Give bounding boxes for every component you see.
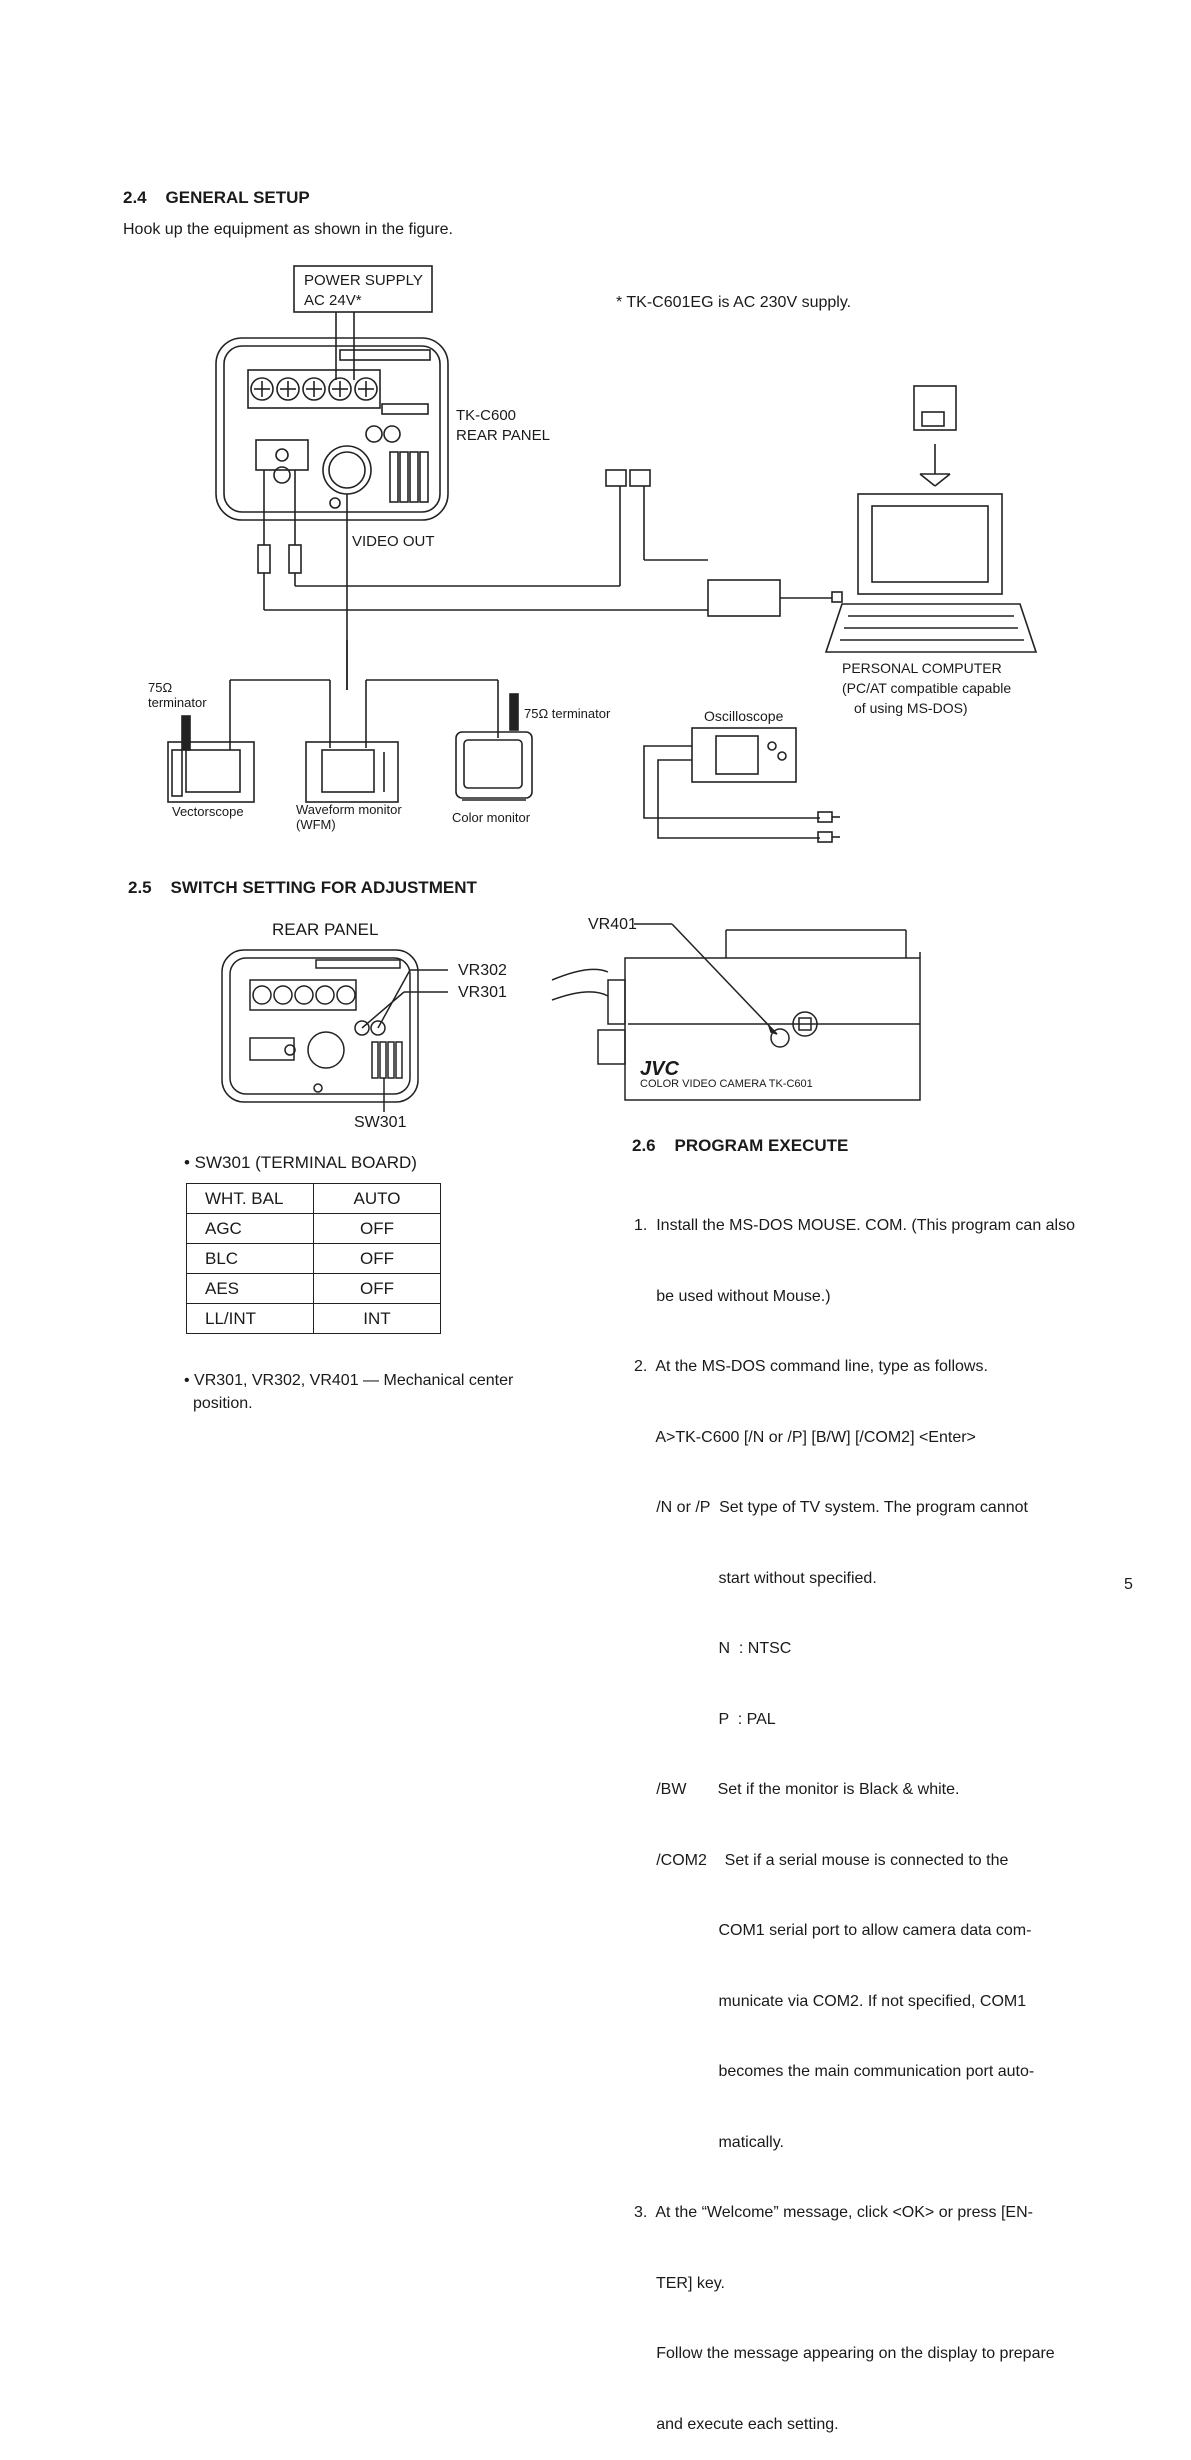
color-monitor-label: Color monitor xyxy=(452,810,531,825)
section-title: GENERAL SETUP xyxy=(165,188,310,207)
power-supply-label-line1: POWER SUPPLY xyxy=(304,272,423,289)
table-cell: AUTO xyxy=(313,1183,441,1214)
section-number: 2.5 xyxy=(128,878,152,897)
camera-brand: JVC xyxy=(640,1058,679,1080)
program-line: start without specified. xyxy=(634,1569,877,1587)
program-line: and execute each setting. xyxy=(634,2415,839,2433)
program-line: becomes the main communication port auto… xyxy=(634,2063,1035,2080)
wfm-label-line1: Waveform monitor xyxy=(296,802,402,817)
pc-label-line2: (PC/AT compatible capable xyxy=(842,680,1012,696)
program-line: TER] key. xyxy=(634,2274,725,2292)
section-2-6-heading: 2.6 PROGRAM EXECUTE xyxy=(632,1136,848,1156)
program-line: matically. xyxy=(634,2133,784,2151)
vr302-label: VR302 xyxy=(458,962,507,979)
power-supply-label-line2: AC 24V* xyxy=(304,292,362,309)
vr-bullet-line1: • VR301, VR302, VR401 — Mechanical cente… xyxy=(184,1372,514,1389)
video-out-label: VIDEO OUT xyxy=(352,533,435,550)
sw301-label: SW301 xyxy=(354,1114,407,1131)
pc-screen-outline xyxy=(857,493,1003,595)
terminator-left-label-line1: 75Ω xyxy=(148,680,173,695)
program-line: Follow the message appearing on the disp… xyxy=(634,2345,1055,2362)
program-line: be used without Mouse.) xyxy=(634,1287,831,1305)
oscilloscope-label: Oscilloscope xyxy=(704,708,784,724)
rear-panel-label: TK-C600 REAR PANEL xyxy=(456,406,550,446)
setup-diagram: POWER SUPPLY AC 24V* * TK-C601EG is AC 2… xyxy=(0,0,1191,860)
section-number: 2.4 xyxy=(123,188,147,207)
wfm-label-line2: (WFM) xyxy=(296,817,336,832)
rear-panel-title: REAR PANEL xyxy=(272,920,379,939)
table-cell: INT xyxy=(313,1303,441,1334)
power-supply-box xyxy=(293,265,433,313)
rear-panel-label-line1: TK-C600 xyxy=(456,407,517,424)
section-2-4-intro: Hook up the equipment as shown in the fi… xyxy=(123,221,453,238)
vr301-label: VR301 xyxy=(458,984,507,1001)
section-2-4-heading: 2.4 GENERAL SETUP xyxy=(123,188,310,208)
table-cell: WHT. BAL xyxy=(186,1183,314,1214)
section-2-5-heading: 2.5 SWITCH SETTING FOR ADJUSTMENT xyxy=(128,878,477,898)
program-line: 1. Install the MS-DOS MOUSE. COM. (This … xyxy=(634,1217,1076,1234)
program-line: /N or /P Set type of TV system. The prog… xyxy=(634,1499,1028,1516)
terminator-left-label-line2: terminator xyxy=(148,695,207,710)
program-line: /COM2 Set if a serial mouse is connected… xyxy=(634,1851,1009,1869)
page-number: 5 xyxy=(1124,1576,1133,1593)
section-title: SWITCH SETTING FOR ADJUSTMENT xyxy=(170,878,477,897)
terminator-right-label: 75Ω terminator xyxy=(524,706,611,721)
program-line: /BW Set if the monitor is Black & white. xyxy=(634,1781,960,1798)
vr-bullet-line2: position. xyxy=(193,1395,253,1412)
program-steps: 1. Install the MS-DOS MOUSE. COM. (This … xyxy=(634,1167,1104,2460)
wfm-label: Waveform monitor (WFM) xyxy=(296,802,402,832)
table-cell: OFF xyxy=(313,1273,441,1304)
program-line: 2. At the MS-DOS command line, type as f… xyxy=(634,1358,988,1375)
table-cell: BLC xyxy=(186,1243,314,1274)
section-number: 2.6 xyxy=(632,1136,656,1155)
camera-model: COLOR VIDEO CAMERA TK-C601 xyxy=(640,1078,813,1090)
vr-bullet: • VR301, VR302, VR401 — Mechanical cente… xyxy=(184,1369,513,1415)
pc-label: PERSONAL COMPUTER (PC/AT compatible capa… xyxy=(842,658,1011,718)
terminator-left-label: 75Ω terminator xyxy=(148,680,207,710)
switch-diagram-graphic xyxy=(221,923,921,1112)
pc-label-line1: PERSONAL COMPUTER xyxy=(842,660,1002,676)
table-cell: OFF xyxy=(313,1243,441,1274)
power-supply-label: POWER SUPPLY AC 24V* xyxy=(304,271,423,311)
program-line: COM1 serial port to allow camera data co… xyxy=(634,1922,1032,1939)
table-cell: AES xyxy=(186,1273,314,1304)
table-cell: OFF xyxy=(313,1213,441,1244)
program-line: municate via COM2. If not specified, COM… xyxy=(634,1992,1027,2010)
program-line: 3. At the “Welcome” message, click <OK> … xyxy=(634,2204,1033,2221)
supply-footnote: * TK-C601EG is AC 230V supply. xyxy=(616,294,852,311)
program-line: A>TK-C600 [/N or /P] [B/W] [/COM2] <Ente… xyxy=(634,1428,976,1446)
table-cell: LL/INT xyxy=(186,1303,314,1334)
vr401-label: VR401 xyxy=(588,916,637,933)
setup-diagram-graphic xyxy=(167,265,1038,843)
pc-label-line3: of using MS-DOS) xyxy=(854,700,968,716)
switch-diagram: REAR PANEL VR302 VR301 SW301 VR401 JVC C… xyxy=(0,900,1191,1140)
rear-panel-label-line2: REAR PANEL xyxy=(456,427,550,444)
table-cell: AGC xyxy=(186,1213,314,1244)
program-line: P : PAL xyxy=(634,1710,776,1728)
sw301-bullet: • SW301 (TERMINAL BOARD) xyxy=(184,1153,417,1172)
section-title: PROGRAM EXECUTE xyxy=(674,1136,849,1155)
program-line: N : NTSC xyxy=(634,1640,792,1657)
vectorscope-label: Vectorscope xyxy=(172,804,244,819)
rear-panel-outline xyxy=(215,337,449,521)
